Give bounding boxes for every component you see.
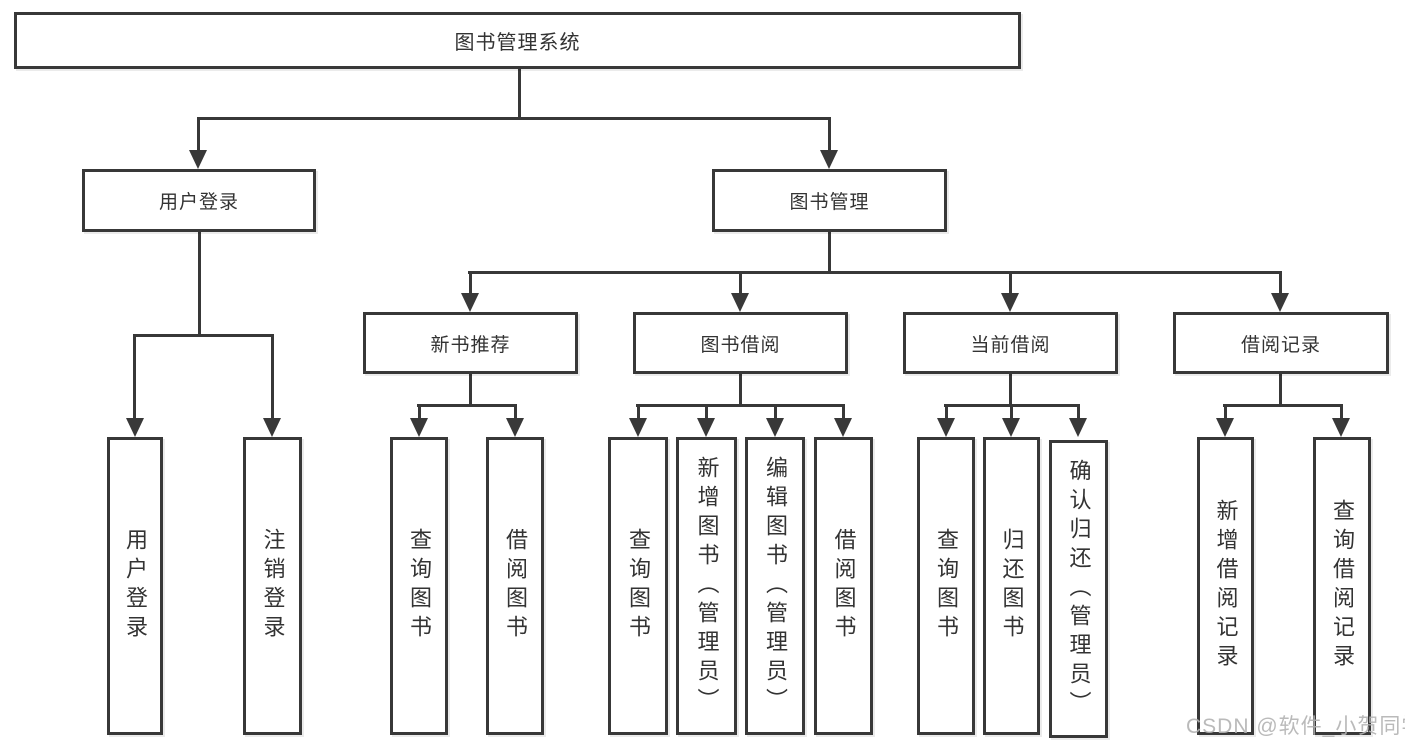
connector-borrowing-hline	[636, 404, 845, 407]
arrowhead-down-icon	[263, 418, 281, 437]
node-label: 查询图书	[626, 528, 651, 644]
leaf-borrow-books: 借阅图书	[486, 437, 544, 735]
node-label: 用户登录	[158, 192, 239, 213]
node-label: 当前借阅	[970, 334, 1051, 356]
node-label: 借阅记录	[1240, 334, 1321, 356]
connector-drop-records	[1279, 271, 1282, 293]
connector-drop-book-mgmt	[828, 117, 831, 150]
node-book-management: 图书管理	[712, 169, 947, 232]
arrowhead-down-icon	[820, 150, 838, 169]
connector-drop-user-login	[197, 117, 200, 150]
connector-drop-leaf	[637, 404, 640, 418]
node-label: 新书推荐	[430, 334, 511, 356]
leaf-query-books: 查询图书	[917, 437, 975, 735]
leaf-user-login: 用户登录	[107, 437, 163, 735]
connector-newbook-hline	[417, 404, 517, 407]
connector-borrowing-stem	[739, 373, 742, 406]
node-current-borrowing: 当前借阅	[903, 312, 1118, 374]
node-book-borrowing: 图书借阅	[633, 312, 848, 374]
arrowhead-down-icon	[189, 150, 207, 169]
connector-drop-newbook	[469, 271, 472, 293]
connector-user-login-stem	[198, 231, 201, 335]
connector-user-login-hline	[133, 334, 274, 337]
arrowhead-down-icon	[1332, 418, 1350, 437]
connector-drop-current	[1009, 271, 1012, 293]
arrowhead-down-icon	[1216, 418, 1234, 437]
node-label: 查询借阅记录	[1330, 499, 1355, 673]
connector-drop-leaf	[514, 404, 517, 418]
leaf-query-books: 查询图书	[390, 437, 448, 735]
arrowhead-down-icon	[1001, 293, 1019, 312]
node-label: 确认归还（管理员）	[1066, 458, 1092, 720]
arrowhead-down-icon	[937, 418, 955, 437]
node-library-system: 图书管理系统	[14, 12, 1021, 69]
node-user-login: 用户登录	[82, 169, 316, 232]
node-label: 图书管理	[789, 192, 870, 213]
arrowhead-down-icon	[731, 293, 749, 312]
connector-drop-borrowing	[739, 271, 742, 293]
connector-drop-login	[133, 334, 136, 418]
node-label: 图书借阅	[700, 334, 781, 356]
connector-drop-leaf	[1340, 404, 1343, 418]
arrowhead-down-icon	[766, 418, 784, 437]
node-label: 归还图书	[999, 528, 1025, 644]
leaf-edit-books-admin: 编辑图书（管理员）	[745, 437, 805, 735]
arrowhead-down-icon	[461, 293, 479, 312]
leaf-add-borrow-record: 新增借阅记录	[1197, 437, 1254, 735]
leaf-logout: 注销登录	[243, 437, 302, 735]
connector-drop-leaf	[1077, 404, 1080, 418]
node-label: 图书管理系统	[454, 32, 581, 54]
arrowhead-down-icon	[410, 418, 428, 437]
node-label: 编辑图书（管理员）	[763, 455, 788, 717]
arrowhead-down-icon	[1271, 293, 1289, 312]
arrowhead-down-icon	[506, 418, 524, 437]
connector-drop-logout	[271, 334, 274, 418]
arrowhead-down-icon	[697, 418, 715, 437]
arrowhead-down-icon	[1069, 418, 1087, 437]
connector-drop-leaf	[1010, 404, 1013, 418]
connector-newbook-stem	[469, 373, 472, 406]
node-label: 查询图书	[407, 528, 432, 644]
connector-level2-hline	[197, 117, 831, 120]
csdn-watermark: CSDN @软件_小贺同学	[1186, 715, 1405, 738]
arrowhead-down-icon	[126, 418, 144, 437]
leaf-query-books: 查询图书	[608, 437, 668, 735]
node-label: 用户登录	[123, 528, 148, 644]
node-borrowing-records: 借阅记录	[1173, 312, 1389, 374]
connector-drop-leaf	[705, 404, 708, 418]
node-label: 查询图书	[934, 528, 959, 644]
leaf-query-borrow-record: 查询借阅记录	[1313, 437, 1371, 735]
connector-book-mgmt-stem	[828, 231, 831, 273]
connector-drop-leaf	[842, 404, 845, 418]
node-label: 新增图书（管理员）	[694, 455, 720, 717]
connector-level3-hline	[468, 271, 1282, 274]
arrowhead-down-icon	[1002, 418, 1020, 437]
node-label: 借阅图书	[831, 528, 857, 644]
leaf-add-books-admin: 新增图书（管理员）	[676, 437, 737, 735]
connector-drop-leaf	[418, 404, 421, 418]
node-label: 新增借阅记录	[1213, 499, 1239, 673]
arrowhead-down-icon	[629, 418, 647, 437]
connector-drop-leaf	[1224, 404, 1227, 418]
node-label: 借阅图书	[503, 528, 528, 644]
connector-current-stem	[1009, 373, 1012, 406]
leaf-confirm-return-admin: 确认归还（管理员）	[1049, 440, 1108, 738]
leaf-return-books: 归还图书	[983, 437, 1040, 735]
node-new-book-recommend: 新书推荐	[363, 312, 578, 374]
connector-records-stem	[1279, 373, 1282, 406]
connector-records-hline	[1223, 404, 1343, 407]
leaf-borrow-books: 借阅图书	[814, 437, 873, 735]
arrowhead-down-icon	[834, 418, 852, 437]
connector-root-stem	[518, 68, 521, 120]
connector-drop-leaf	[774, 404, 777, 418]
node-label: 注销登录	[260, 528, 286, 644]
connector-drop-leaf	[945, 404, 948, 418]
